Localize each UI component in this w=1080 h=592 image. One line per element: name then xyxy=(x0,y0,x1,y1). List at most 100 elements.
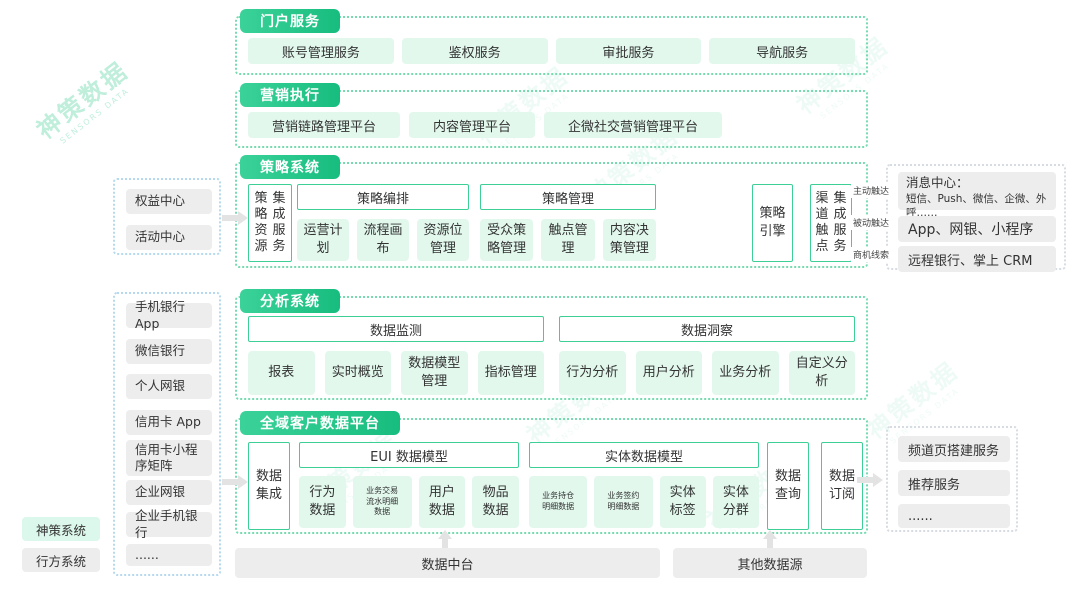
group-header: 策略编排 xyxy=(297,184,469,210)
list-item: ...... xyxy=(126,544,212,566)
data-integration-box: 数据集成 xyxy=(248,442,290,530)
section-badge: 策略系统 xyxy=(240,155,340,179)
module-pill: 内容决策管理 xyxy=(602,219,656,261)
left-channels-box: 手机银行 App 微信银行 个人网银 信用卡 App 信用卡小程序矩阵 企业网银… xyxy=(113,292,221,576)
strategy-resource-integration-box: 策略资源 集成服务 xyxy=(248,184,292,262)
touch-channel-prefix: 消息中心： xyxy=(906,175,969,190)
watermark: 神策数据 SENSORS DATA xyxy=(28,51,140,152)
list-item: 企业手机银行 xyxy=(126,508,212,540)
module-pill: 受众策略管理 xyxy=(480,219,534,261)
data-pill: 实体标签 xyxy=(659,476,706,528)
vertical-text: 集成服务 xyxy=(272,190,286,255)
service-pill: 账号管理服务 xyxy=(248,38,394,64)
strategy-orchestration-group: 策略编排 运营计划 流程画布 资源位管理 xyxy=(297,184,469,261)
box-label: 数据查询 xyxy=(774,469,801,502)
list-item: 推荐服务 xyxy=(898,470,1010,496)
arrow-right-icon xyxy=(222,475,248,489)
data-query-box: 数据查询 xyxy=(767,442,809,530)
module-pill: 用户分析 xyxy=(635,351,702,395)
list-item: ...... xyxy=(898,504,1010,528)
arrow-right-icon xyxy=(222,211,248,225)
list-item: 信用卡小程序矩阵 xyxy=(126,440,212,476)
strategy-engine-box: 策略引擎 xyxy=(752,184,793,262)
module-pill: 报表 xyxy=(248,351,315,395)
data-subscribe-box: 数据订阅 xyxy=(821,442,863,530)
service-pill: 审批服务 xyxy=(555,38,702,64)
data-pill: 业务交易流水明细数据 xyxy=(352,476,412,528)
arrow-up-icon xyxy=(763,530,777,548)
service-pill: 营销链路管理平台 xyxy=(248,112,401,138)
module-pill: 行为分析 xyxy=(559,351,626,395)
data-middle-platform-bar: 数据中台 xyxy=(235,548,660,578)
other-data-sources-bar: 其他数据源 xyxy=(673,548,867,578)
legend-bank-system: 行方系统 xyxy=(22,548,100,572)
touch-channel-item: 消息中心：短信、Push、微信、企微、外呼…… xyxy=(898,172,1056,219)
touch-channels-box: 消息中心：短信、Push、微信、企微、外呼…… App、网银、小程序 远程银行、… xyxy=(886,164,1066,272)
reach-label-leads: 商机线索 xyxy=(851,247,892,262)
module-pill: 资源位管理 xyxy=(417,219,469,261)
list-item: 微信银行 xyxy=(126,339,212,364)
data-pill: 行为数据 xyxy=(299,476,346,528)
service-pill: 鉴权服务 xyxy=(401,38,548,64)
strategy-management-group: 策略管理 受众策略管理 触点管理 内容决策管理 xyxy=(480,184,656,261)
data-pill: 实体分群 xyxy=(712,476,759,528)
group-header: 策略管理 xyxy=(480,184,656,210)
box-label: 数据订阅 xyxy=(828,469,855,502)
module-pill: 指标管理 xyxy=(477,351,544,395)
module-pill: 自定义分析 xyxy=(788,351,855,395)
group-header: EUI 数据模型 xyxy=(299,442,519,468)
list-item: 频道页搭建服务 xyxy=(898,436,1010,462)
module-pill: 触点管理 xyxy=(541,219,595,261)
vertical-text: 策略资源 xyxy=(254,190,268,255)
section-customer-data-platform: 全域客户数据平台 数据集成 EUI 数据模型 行为数据 业务交易流水明细数据 用… xyxy=(235,411,868,534)
list-item: 企业网银 xyxy=(126,480,212,505)
arrow-right-icon xyxy=(857,473,883,487)
module-pill: 业务分析 xyxy=(712,351,779,395)
list-item: 活动中心 xyxy=(126,225,212,250)
section-badge: 全域客户数据平台 xyxy=(240,411,400,435)
module-pill: 数据模型管理 xyxy=(401,351,468,395)
service-pill: 导航服务 xyxy=(709,38,855,64)
reach-label-passive: 被动触达 xyxy=(851,215,892,230)
section-badge: 门户服务 xyxy=(240,9,340,33)
entity-data-model-group: 实体数据模型 业务持仓明细数据 业务签约明细数据 实体标签 实体分群 xyxy=(529,442,759,528)
service-pill: 内容管理平台 xyxy=(409,112,536,138)
data-pill: 业务持仓明细数据 xyxy=(529,476,588,528)
section-badge: 营销执行 xyxy=(240,83,340,107)
vertical-text: 集成服务 xyxy=(833,190,847,255)
channel-touchpoint-integration-box: 渠道触点 集成服务 xyxy=(810,184,852,262)
module-pill: 运营计划 xyxy=(297,219,349,261)
section-badge: 分析系统 xyxy=(240,289,340,313)
list-item: 信用卡 App xyxy=(126,410,212,435)
box-label: 数据集成 xyxy=(255,469,282,502)
watermark-subtext: SENSORS DATA xyxy=(58,85,132,146)
reach-label-active: 主动触达 xyxy=(851,183,892,198)
vertical-text: 渠道触点 xyxy=(815,190,829,255)
data-pill: 用户数据 xyxy=(418,476,466,528)
left-centers-box: 权益中心 活动中心 xyxy=(113,178,221,255)
group-header: 数据监测 xyxy=(248,316,544,342)
section-strategy-system: 策略系统 策略资源 集成服务 策略编排 运营计划 流程画布 资源位管理 策略管理… xyxy=(235,155,868,268)
data-insight-group: 数据洞察 行为分析 用户分析 业务分析 自定义分析 xyxy=(559,316,855,395)
section-analysis-system: 分析系统 数据监测 报表 实时概览 数据模型管理 指标管理 数据洞察 行为分析 … xyxy=(235,289,868,400)
module-pill: 实时概览 xyxy=(324,351,391,395)
touch-channel-item: 远程银行、掌上 CRM xyxy=(898,246,1056,272)
data-pill: 业务签约明细数据 xyxy=(594,476,653,528)
box-label: 策略引擎 xyxy=(759,206,786,239)
data-pill: 物品数据 xyxy=(472,476,519,528)
group-header: 实体数据模型 xyxy=(529,442,759,468)
data-monitoring-group: 数据监测 报表 实时概览 数据模型管理 指标管理 xyxy=(248,316,544,395)
legend-sensors-system: 神策系统 xyxy=(22,517,100,541)
recommend-services-box: 频道页搭建服务 推荐服务 ...... xyxy=(886,426,1018,532)
list-item: 手机银行 App xyxy=(126,299,212,331)
watermark-text: 神策数据 xyxy=(31,56,134,145)
arrow-up-icon xyxy=(438,530,452,548)
touch-channel-item: App、网银、小程序 xyxy=(898,216,1056,242)
section-portal-services: 门户服务 账号管理服务 鉴权服务 审批服务 导航服务 xyxy=(235,9,868,75)
list-item: 个人网银 xyxy=(126,374,212,399)
service-pill: 企微社交营销管理平台 xyxy=(544,112,723,138)
module-pill: 流程画布 xyxy=(357,219,409,261)
section-marketing-execution: 营销执行 营销链路管理平台 内容管理平台 企微社交营销管理平台 xyxy=(235,83,868,148)
group-header: 数据洞察 xyxy=(559,316,855,342)
